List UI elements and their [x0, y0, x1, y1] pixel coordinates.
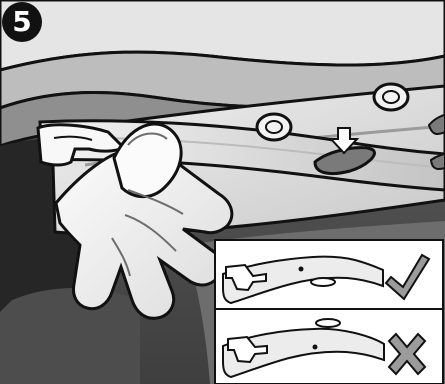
inset-correct [215, 240, 443, 309]
tray-hole-right [374, 84, 408, 110]
step-number-badge: 5 [2, 2, 42, 42]
front-shadow [0, 288, 140, 384]
tray-hole-left [257, 114, 291, 140]
inset-incorrect [215, 309, 443, 384]
